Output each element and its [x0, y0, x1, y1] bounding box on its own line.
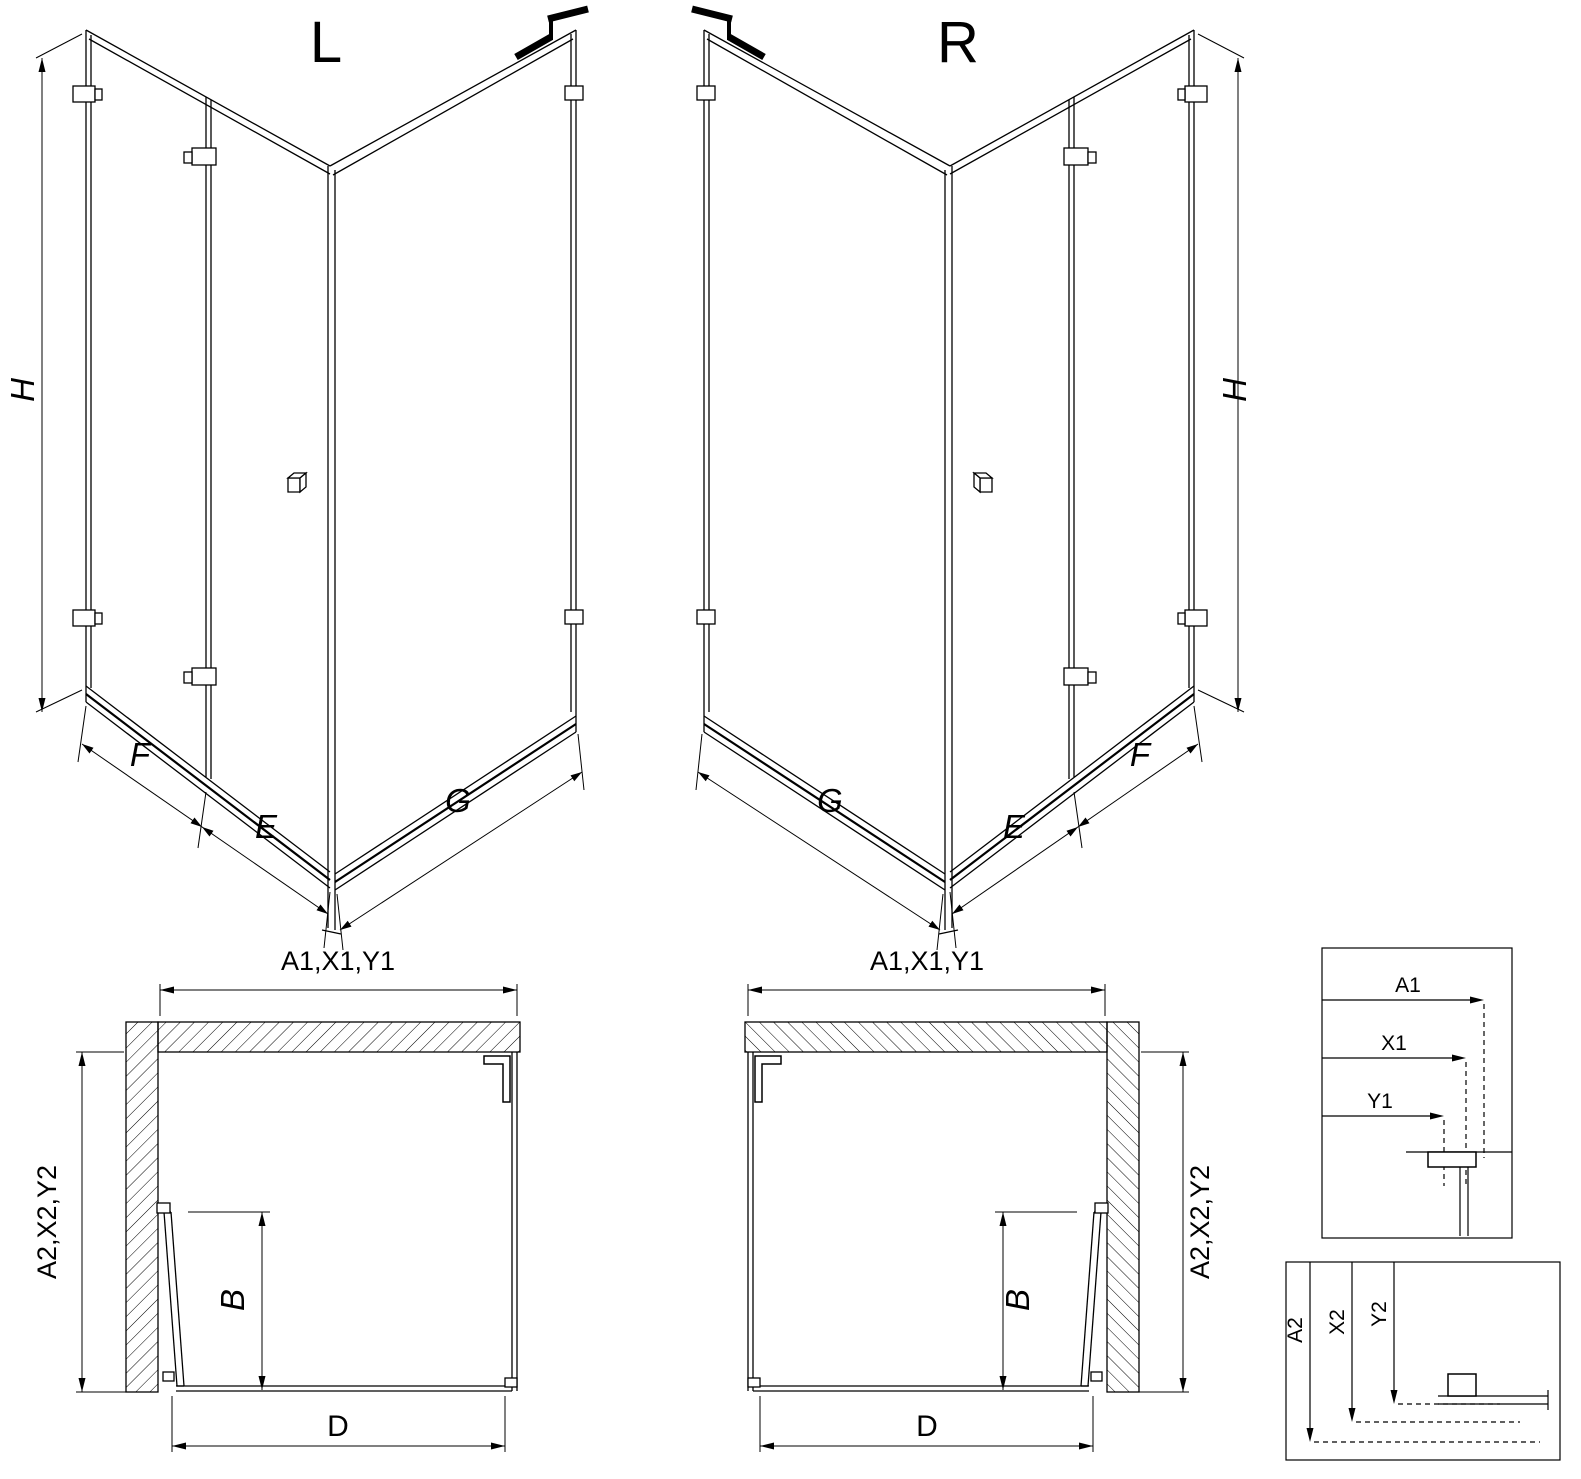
dim-label-f-left: F	[130, 736, 152, 773]
dim-label-f-right: F	[1130, 736, 1152, 773]
iso-left-geometry	[36, 9, 588, 950]
dim-label-g-left: G	[445, 782, 471, 819]
dim-label-b-right: B	[999, 1289, 1036, 1311]
iso-right-geometry	[692, 9, 1244, 950]
dim-label-a2x2y2-right: A2,X2,Y2	[1185, 1165, 1215, 1279]
plan-left-geometry	[75, 983, 521, 1453]
dim-label-b-left: B	[214, 1289, 251, 1311]
dim-label-y2-detail: Y2	[1368, 1301, 1391, 1327]
dim-label-a1x1y1-left: A1,X1,Y1	[281, 946, 395, 976]
detail-top-profile	[1321, 947, 1513, 1239]
dim-label-h-left: H	[4, 378, 41, 402]
dim-label-y1-detail: Y1	[1367, 1090, 1393, 1113]
dim-label-a2-detail: A2	[1284, 1317, 1307, 1343]
plan-right-geometry	[744, 983, 1190, 1453]
dim-label-a2x2y2-left: A2,X2,Y2	[32, 1165, 62, 1279]
dim-label-d-right: D	[916, 1410, 938, 1443]
label-left-view: L	[310, 10, 342, 75]
dim-label-a1-detail: A1	[1395, 974, 1421, 997]
dim-label-e-right: E	[1003, 808, 1026, 845]
detail-bottom-profile	[1285, 1261, 1561, 1461]
dim-label-h-right: H	[1216, 378, 1253, 402]
dim-label-a1x1y1-right: A1,X1,Y1	[870, 946, 984, 976]
dim-label-d-left: D	[327, 1410, 349, 1443]
dim-label-x2-detail: X2	[1326, 1309, 1349, 1335]
dim-label-g-right: G	[817, 782, 843, 819]
dim-label-e-left: E	[255, 808, 278, 845]
dim-label-x1-detail: X1	[1381, 1032, 1407, 1055]
label-right-view: R	[937, 10, 979, 75]
